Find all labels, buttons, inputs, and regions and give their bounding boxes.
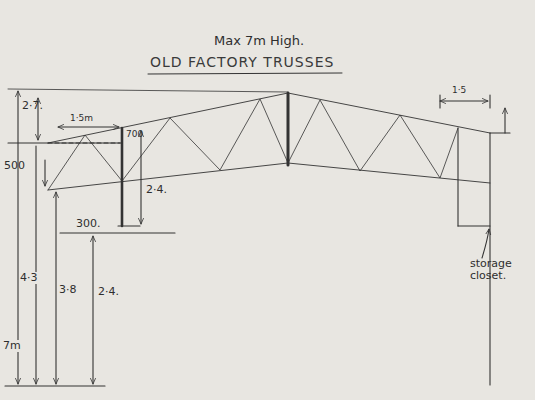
dimension: 2·4. [146,184,167,196]
dimension: 2·4. [98,286,119,298]
dimension: 1·5 [452,86,466,96]
dimension: 500 [4,160,25,172]
dimension: 2·7. [22,100,43,112]
dimension: 300. [76,218,101,230]
dimension: 4·3 [20,272,38,284]
dimension: 3·8 [59,284,77,296]
storage-note: storage closet. [470,258,518,282]
dimension: 1·5m [70,114,93,124]
sketch-title: OLD FACTORY TRUSSES [150,54,334,70]
dimension: 700 [126,130,143,140]
height-note: Max 7m High. [214,34,304,48]
dimension: 7m [3,340,21,352]
